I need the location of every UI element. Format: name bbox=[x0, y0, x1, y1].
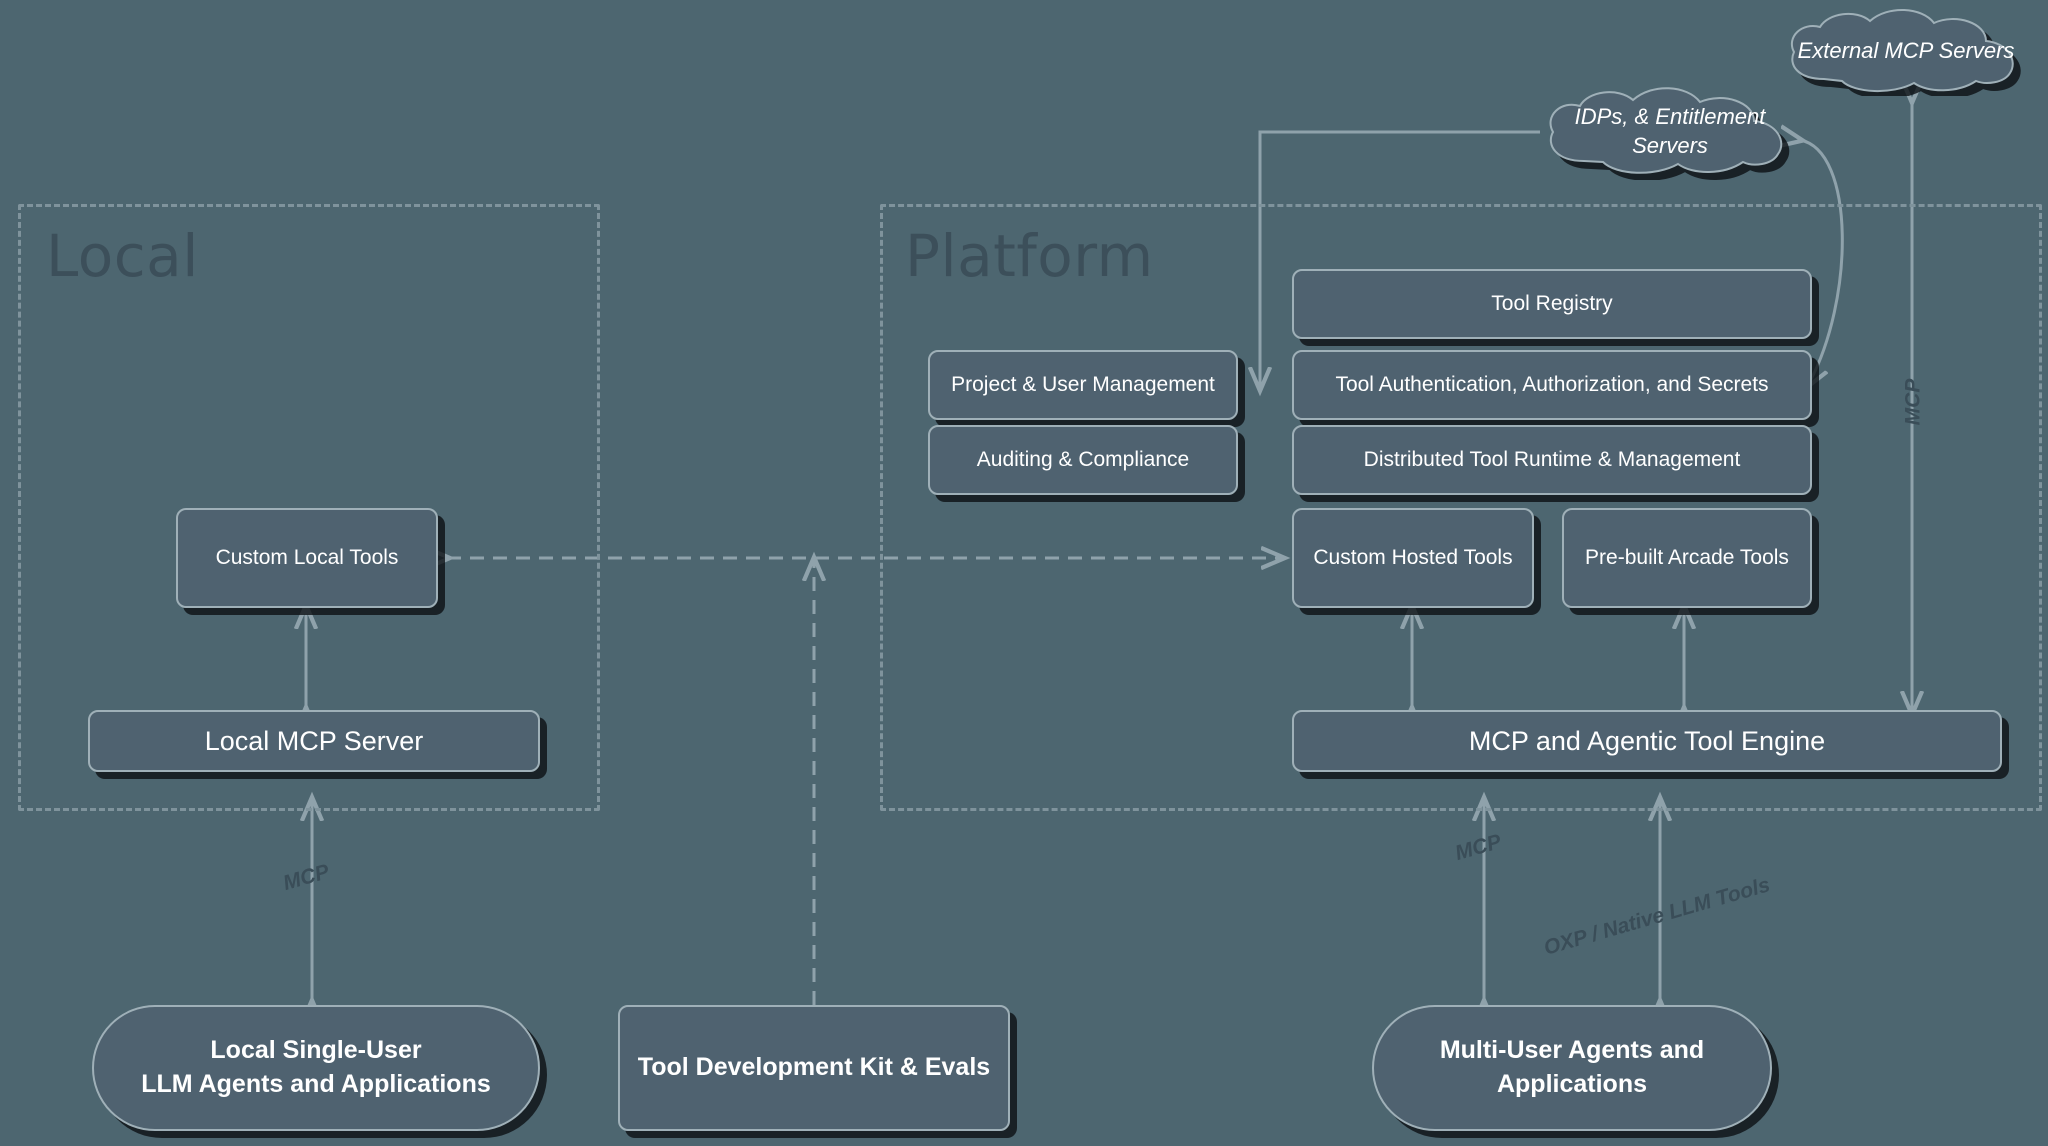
cloud-external-mcp-servers[interactable]: External MCP Servers bbox=[1776, 6, 2036, 96]
node-custom-hosted-tools[interactable]: Custom Hosted Tools bbox=[1292, 508, 1534, 608]
node-custom-local-tools-label: Custom Local Tools bbox=[215, 545, 399, 569]
node-auditing-compliance[interactable]: Auditing & Compliance bbox=[928, 425, 1238, 495]
group-platform bbox=[880, 204, 2042, 811]
cloud-shape-icon bbox=[1791, 8, 2014, 93]
node-distributed-tool-runtime-label: Distributed Tool Runtime & Management bbox=[1363, 447, 1741, 471]
node-mcp-agentic-tool-engine-label: MCP and Agentic Tool Engine bbox=[1468, 725, 1826, 756]
node-project-user-management[interactable]: Project & User Management bbox=[928, 350, 1238, 420]
cloud-idps-entitlement-servers-label: IDPs, & Entitlement Servers bbox=[1574, 104, 1766, 158]
node-prebuilt-arcade-tools-label: Pre-built Arcade Tools bbox=[1585, 545, 1789, 569]
node-project-user-management-label: Project & User Management bbox=[951, 372, 1215, 396]
node-mcp-agentic-tool-engine[interactable]: MCP and Agentic Tool Engine bbox=[1292, 710, 2002, 772]
node-local-mcp-server-label: Local MCP Server bbox=[204, 725, 424, 756]
node-distributed-tool-runtime[interactable]: Distributed Tool Runtime & Management bbox=[1292, 425, 1812, 495]
node-multi-user-agents[interactable]: Multi-User Agents and Applications bbox=[1372, 1005, 1772, 1131]
node-tool-development-kit-label: Tool Development Kit & Evals bbox=[637, 1053, 991, 1082]
node-tool-development-kit[interactable]: Tool Development Kit & Evals bbox=[618, 1005, 1010, 1131]
node-tool-auth-label: Tool Authentication, Authorization, and … bbox=[1335, 372, 1769, 396]
node-custom-local-tools[interactable]: Custom Local Tools bbox=[176, 508, 438, 608]
node-tool-auth[interactable]: Tool Authentication, Authorization, and … bbox=[1292, 350, 1812, 420]
edge-label-mcp-external: MCP bbox=[1901, 378, 1925, 426]
group-platform-title: Platform bbox=[905, 222, 1154, 290]
node-local-mcp-server[interactable]: Local MCP Server bbox=[88, 710, 540, 772]
node-local-single-user-agents-label: Local Single-User LLM Agents and Applica… bbox=[141, 1036, 491, 1098]
node-tool-registry[interactable]: Tool Registry bbox=[1292, 269, 1812, 339]
group-local bbox=[18, 204, 600, 811]
cloud-shape-icon bbox=[1549, 87, 1783, 174]
node-prebuilt-arcade-tools[interactable]: Pre-built Arcade Tools bbox=[1562, 508, 1812, 608]
node-tool-registry-label: Tool Registry bbox=[1491, 291, 1613, 315]
node-auditing-compliance-label: Auditing & Compliance bbox=[976, 447, 1190, 471]
node-multi-user-agents-label: Multi-User Agents and Applications bbox=[1439, 1036, 1705, 1098]
group-local-title: Local bbox=[46, 222, 199, 290]
node-local-single-user-agents[interactable]: Local Single-User LLM Agents and Applica… bbox=[92, 1005, 540, 1131]
node-custom-hosted-tools-label: Custom Hosted Tools bbox=[1313, 545, 1513, 569]
cloud-idps-entitlement-servers[interactable]: IDPs, & Entitlement Servers bbox=[1534, 84, 1806, 180]
cloud-external-mcp-servers-label: External MCP Servers bbox=[1797, 37, 2015, 63]
